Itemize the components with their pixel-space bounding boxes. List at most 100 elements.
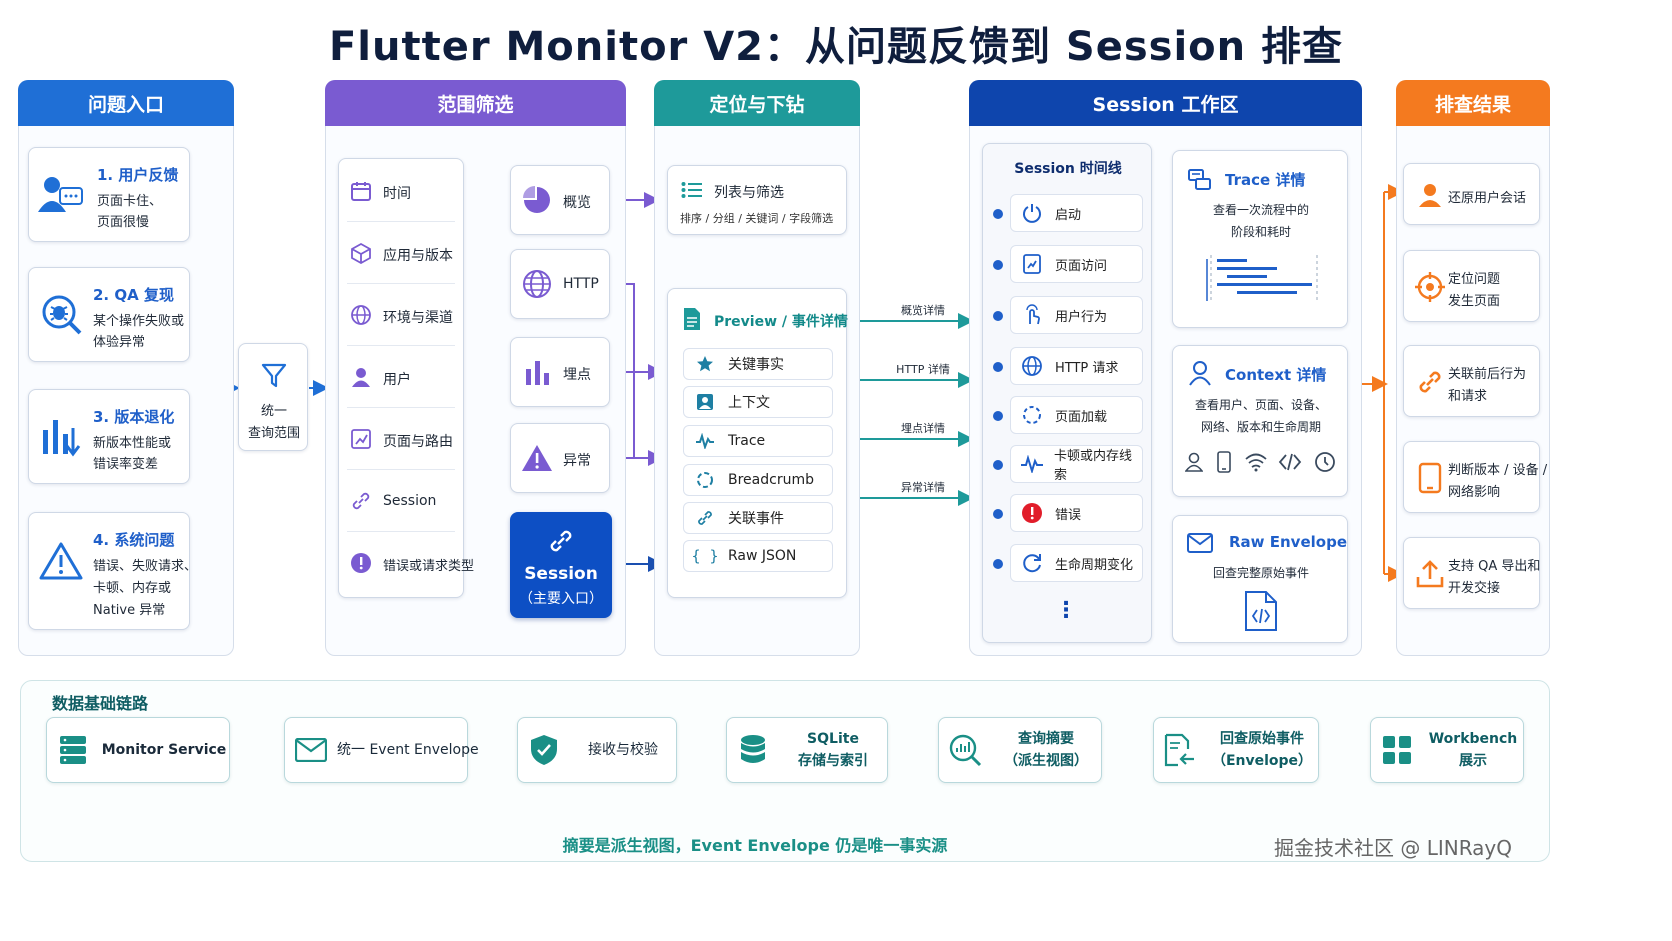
entry-line: 错误、失败请求、 (93, 559, 198, 574)
pipeline-node[interactable]: 接收与校验 (517, 717, 677, 783)
target-icon (1410, 251, 1450, 323)
preview-item-trace[interactable]: Trace (683, 425, 833, 457)
timeline-item-label: 错误 (1055, 507, 1082, 523)
filter-item-error-type[interactable]: 错误或请求类型 (383, 559, 475, 574)
link-icon (347, 487, 375, 515)
cube-icon (347, 239, 375, 267)
view-exception[interactable]: 异常 (510, 423, 610, 493)
timeline-item[interactable]: 启动 (1010, 194, 1143, 232)
timeline-item[interactable]: 错误 (1010, 494, 1143, 532)
list-filter-card[interactable]: 列表与筛选 排序 / 分组 / 关键词 / 字段筛选 (667, 165, 847, 235)
calendar-icon (347, 177, 375, 205)
timeline-item[interactable]: HTTP 请求 (1010, 347, 1143, 385)
globe-icon (347, 301, 375, 329)
page-icon (1017, 246, 1047, 282)
preview-item-label: Trace (728, 433, 766, 449)
error-icon (1017, 495, 1047, 531)
filter-list: 时间 应用与版本 环境与渠道 用户 页面与路由 Session 错误或请求类型 (338, 158, 474, 598)
timeline-dot (993, 362, 1003, 372)
timeline-item-label: 生命周期变化 (1055, 557, 1134, 573)
arrow-label: HTTP 详情 (896, 363, 950, 376)
filter-item-user[interactable]: 用户 (383, 372, 411, 388)
timeline-item-label: 启动 (1055, 207, 1082, 223)
page-route-icon (347, 425, 375, 453)
pipeline-node[interactable]: Monitor Service (46, 717, 230, 783)
view-tracking[interactable]: 埋点 (510, 337, 610, 407)
entry-card-version-regression[interactable]: 3. 版本退化 新版本性能或 错误率变差 (28, 389, 190, 484)
session-entry-sub: （主要入口） (519, 591, 603, 607)
view-overview[interactable]: 概览 (510, 165, 610, 235)
filter-item-app-version[interactable]: 应用与版本 (383, 248, 453, 264)
context-detail-card[interactable]: Context 详情 查看用户、页面、设备、 网络、版本和生命周期 (1172, 345, 1348, 497)
divider (347, 407, 455, 408)
result-line: 发生页面 (1448, 294, 1501, 309)
upload-icon (1410, 538, 1450, 610)
column-header: Session 工作区 (969, 80, 1362, 126)
result-card[interactable]: 关联前后行为和请求 (1403, 345, 1540, 417)
pipeline-node-label: Workbench (1428, 731, 1518, 747)
timeline-item[interactable]: 页面访问 (1010, 245, 1143, 283)
user-feedback-icon (37, 170, 85, 218)
timeline-item[interactable]: 用户行为 (1010, 296, 1143, 334)
divider (347, 221, 455, 222)
timeline-more: ⋮ (1055, 598, 1077, 623)
unified-filter-box[interactable]: 统一 查询范围 (238, 343, 308, 451)
timeline-dot (993, 260, 1003, 270)
timeline-item-label: 页面加载 (1055, 409, 1108, 425)
pipeline-node-label: 存储与索引 (798, 753, 868, 769)
result-card[interactable]: 还原用户会话 (1403, 163, 1540, 225)
result-line: 还原用户会话 (1448, 191, 1527, 206)
filter-item-page-route[interactable]: 页面与路由 (383, 434, 453, 450)
pipeline-node[interactable]: 回查原始事件（Envelope） (1153, 717, 1319, 783)
view-http[interactable]: HTTP (510, 249, 610, 319)
result-card[interactable]: 支持 QA 导出和开发交接 (1403, 537, 1540, 609)
entry-card-qa-repro[interactable]: 2. QA 复现 某个操作失败或 体验异常 (28, 267, 190, 362)
entry-card-system-issue[interactable]: 4. 系统问题 错误、失败请求、 卡顿、内存或 Native 异常 (28, 512, 197, 630)
timeline-dot (993, 209, 1003, 219)
entry-title: 2. QA 复现 (93, 286, 174, 304)
preview-item-context[interactable]: 上下文 (683, 386, 833, 418)
grid-icon (1371, 717, 1423, 783)
list-filter-sub: 排序 / 分组 / 关键词 / 字段筛选 (680, 212, 834, 225)
timeline-item[interactable]: 页面加载 (1010, 396, 1143, 434)
warning-icon (519, 440, 555, 476)
result-card[interactable]: 定位问题发生页面 (1403, 250, 1540, 322)
trace-detail-card[interactable]: Trace 详情 查看一次流程中的 阶段和耗时 (1172, 150, 1348, 328)
timeline-dot (993, 460, 1003, 470)
warning-icon (37, 537, 85, 585)
shield-check-icon (518, 717, 570, 783)
preview-item-raw-json[interactable]: { }Raw JSON (683, 540, 833, 572)
result-line: 网络影响 (1448, 485, 1501, 500)
raw-envelope-card[interactable]: Raw Envelope 回查完整原始事件 (1172, 515, 1348, 643)
pipeline-node[interactable]: 查询摘要（派生视图） (938, 717, 1102, 783)
user-icon (347, 363, 375, 391)
result-line: 支持 QA 导出和 (1448, 559, 1541, 574)
refresh-icon (1017, 545, 1047, 581)
entry-line: 卡顿、内存或 (93, 581, 172, 596)
preview-item-breadcrumb[interactable]: Breadcrumb (683, 464, 833, 496)
divider (347, 531, 455, 532)
user-outline-icon (1185, 358, 1215, 388)
filter-item-env-channel[interactable]: 环境与渠道 (383, 310, 453, 326)
filter-item-session[interactable]: Session (383, 493, 437, 509)
entry-line: 页面卡住、 (97, 194, 163, 209)
preview-item-key-facts[interactable]: 关键事实 (683, 348, 833, 380)
session-main-entry[interactable]: Session （主要入口） (510, 512, 612, 618)
result-card[interactable]: 判断版本 / 设备 /网络影响 (1403, 441, 1547, 513)
timeline-item[interactable]: 卡顿或内存线索 (1010, 445, 1143, 483)
divider (347, 283, 455, 284)
entry-line: 错误率变差 (93, 457, 159, 472)
watermark: 掘金技术社区 @ LINRayQ (1274, 836, 1513, 860)
filter-item-time[interactable]: 时间 (383, 186, 411, 202)
timeline-dot (993, 509, 1003, 519)
pulse-icon (1017, 446, 1046, 482)
pipeline-node[interactable]: 统一 Event Envelope (284, 717, 479, 783)
braces-icon: { } (691, 547, 719, 565)
star-icon (690, 349, 720, 379)
entry-card-user-feedback[interactable]: 1. 用户反馈 页面卡住、 页面很慢 (28, 147, 190, 242)
timeline-item[interactable]: 生命周期变化 (1010, 544, 1143, 582)
preview-item-related-events[interactable]: 关联事件 (683, 502, 833, 534)
